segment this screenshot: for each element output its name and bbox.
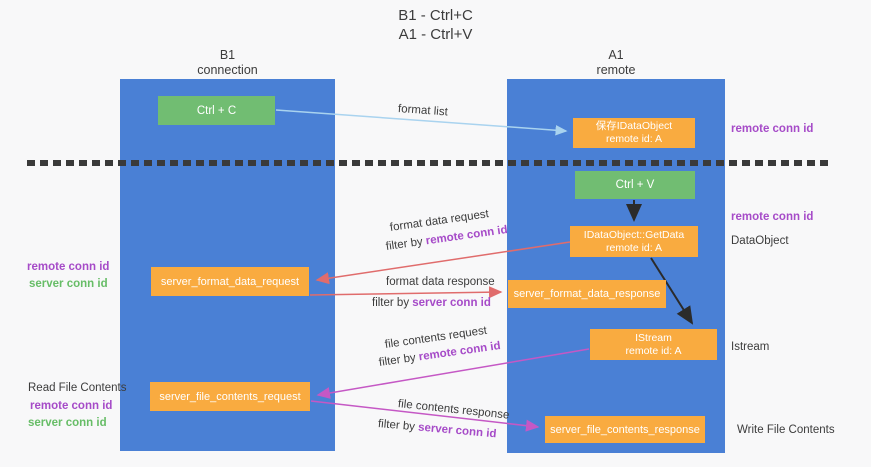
label-filter-server-1: filter by server conn id	[372, 297, 491, 309]
node-ctrl-v-label: Ctrl + V	[615, 179, 655, 191]
node-ctrl-c: Ctrl + C	[158, 96, 275, 125]
remote-conn-id-text: remote conn id	[425, 223, 509, 248]
column-b1-name: B1	[219, 48, 236, 62]
left-label-read-file-contents: Read File Contents	[28, 382, 127, 394]
node-istream: IStream remote id: A	[590, 329, 717, 360]
node-save-idataobject-line1: 保存IDataObject	[595, 120, 673, 132]
phase-separator-dashed-line	[27, 160, 830, 166]
label-file-contents-response: file contents response	[397, 398, 510, 422]
column-header-a1: A1 remote	[507, 48, 725, 78]
node-file-response-label: server_file_contents_response	[550, 423, 700, 436]
right-label-remote-conn-id-top: remote conn id	[731, 123, 814, 135]
node-format-request-label: server_format_data_request	[160, 275, 300, 288]
node-getdata-line1: IDataObject::GetData	[583, 228, 685, 241]
column-header-b1: B1 connection	[120, 48, 335, 78]
right-label-dataobject: DataObject	[731, 235, 789, 247]
node-server-file-contents-response: server_file_contents_response	[545, 416, 705, 443]
filter-by-text: filter by	[385, 235, 427, 253]
column-a1-subtitle: remote	[596, 63, 636, 77]
node-server-file-contents-request: server_file_contents_request	[150, 382, 310, 411]
node-file-request-label: server_file_contents_request	[159, 390, 301, 403]
node-save-idataobject-line2: remote id: A	[605, 133, 663, 145]
node-istream-line2: remote id: A	[625, 344, 682, 357]
filter-by-text: filter by	[372, 297, 413, 309]
node-server-format-data-response: server_format_data_response	[508, 280, 666, 308]
right-label-remote-conn-id-mid: remote conn id	[731, 211, 814, 223]
label-format-data-response: format data response	[386, 276, 495, 288]
left-label-server-conn-id-2: server conn id	[28, 417, 107, 429]
server-conn-id-text: server conn id	[417, 421, 497, 441]
right-label-write-file-contents: Write File Contents	[737, 424, 835, 436]
title-line-1: B1 - Ctrl+C	[398, 7, 473, 24]
arrow-format-data-response	[309, 286, 503, 299]
left-label-remote-conn-id-2: remote conn id	[30, 400, 113, 412]
diagram-title: B1 - Ctrl+C A1 - Ctrl+V	[0, 6, 871, 44]
filter-by-text: filter by	[378, 351, 420, 369]
left-label-remote-conn-id-1: remote conn id	[27, 261, 110, 273]
left-label-server-conn-id-1: server conn id	[29, 278, 108, 290]
right-label-istream: Istream	[731, 341, 770, 353]
server-conn-id-text: server conn id	[412, 297, 491, 309]
node-getdata-line2: remote id: A	[605, 241, 663, 254]
node-ctrl-c-label: Ctrl + C	[196, 104, 237, 117]
label-filter-server-2: filter by server conn id	[377, 418, 496, 440]
filter-by-text: filter by	[377, 418, 419, 434]
node-server-format-data-request: server_format_data_request	[151, 267, 309, 296]
title-line-2: A1 - Ctrl+V	[398, 26, 473, 43]
column-a1-name: A1	[608, 48, 624, 62]
node-save-idataobject: 保存IDataObject remote id: A	[573, 118, 695, 148]
label-format-list: format list	[397, 103, 449, 119]
node-format-response-label: server_format_data_response	[513, 288, 661, 300]
node-idataobject-getdata: IDataObject::GetData remote id: A	[570, 226, 698, 257]
node-ctrl-v: Ctrl + V	[575, 171, 695, 199]
node-istream-line1: IStream	[635, 331, 672, 344]
column-b1-subtitle: connection	[197, 63, 258, 77]
